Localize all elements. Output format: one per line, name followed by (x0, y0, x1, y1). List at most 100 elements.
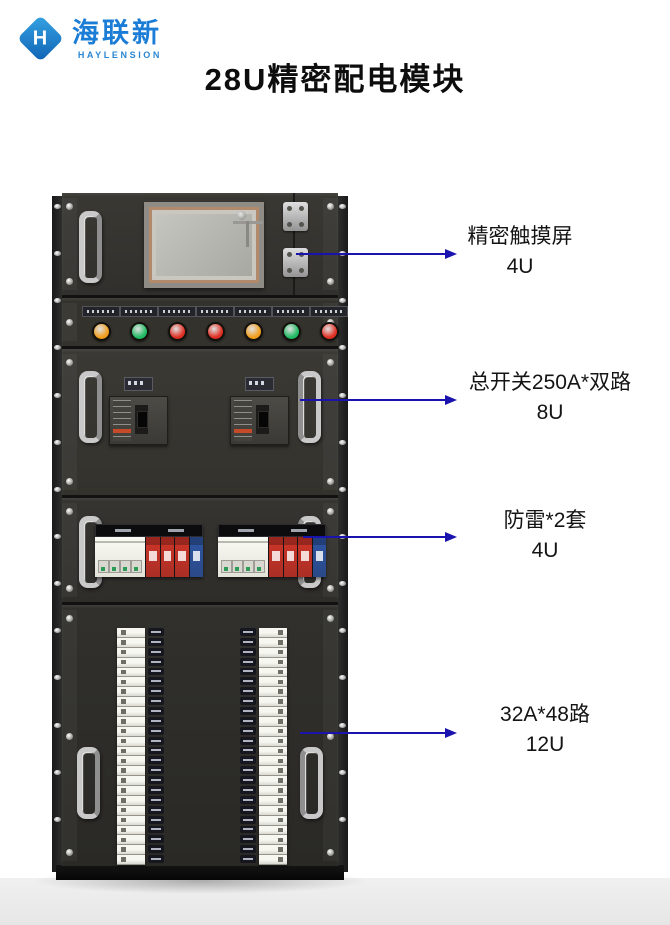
indicator-green (120, 304, 158, 341)
circuit-label (148, 805, 164, 814)
circuit-label (148, 786, 164, 794)
circuit-label-column (148, 628, 164, 865)
circuit-label (240, 697, 256, 705)
branch-breaker (259, 795, 287, 806)
rack-ear (62, 198, 77, 290)
spd-red (298, 537, 312, 577)
branch-breaker (259, 786, 287, 796)
branch-breaker (117, 707, 145, 717)
rail-screw (339, 675, 346, 681)
indicator-label-plate (158, 306, 196, 317)
circuit-label (240, 756, 256, 765)
circuit-label (148, 736, 164, 745)
circuit-label (148, 815, 164, 824)
circuit-label (240, 637, 256, 646)
circuit-label (148, 697, 164, 705)
circuit-label (240, 667, 256, 676)
circuit-label (148, 716, 164, 725)
annotation-units: 4U (531, 539, 559, 562)
rack-ear (323, 610, 338, 861)
branch-breaker (259, 776, 287, 786)
circuit-label (240, 726, 256, 735)
circuit-label (148, 756, 164, 765)
branch-breaker (259, 647, 287, 658)
rack-ear (62, 354, 77, 490)
spd-input-breaker (95, 537, 145, 577)
rail-screw (339, 204, 346, 209)
panel-handle (300, 747, 323, 819)
indicator-label-plate (196, 306, 234, 317)
branch-breaker (259, 628, 287, 638)
circuit-label (240, 707, 256, 715)
branch-breaker (117, 736, 145, 747)
spd-nameplate (218, 524, 326, 537)
indicator-section (62, 295, 348, 346)
circuit-label (148, 726, 164, 735)
branch-breaker (117, 647, 145, 658)
annotation-label: 防雷*2套 (503, 509, 587, 532)
circuit-label (240, 776, 256, 784)
annotation-label: 精密触摸屏 (467, 225, 573, 248)
spd-breaker-toggles (98, 560, 142, 573)
branch-breaker (259, 736, 287, 747)
annotation-arrow (303, 532, 457, 542)
spd-red (146, 537, 160, 577)
annotation-main-switch: 总开关250A*双路 8U (440, 368, 660, 428)
circuit-label (240, 766, 256, 775)
rail-screw (339, 628, 346, 634)
circuit-label (240, 736, 256, 745)
branch-breaker (117, 766, 145, 777)
annotation-arrow (296, 249, 457, 259)
branch-breaker (117, 628, 145, 638)
spd-modules (268, 537, 326, 577)
circuit-label (240, 805, 256, 814)
circuit-label (148, 707, 164, 715)
branch-breaker (117, 716, 145, 727)
circuit-label (240, 795, 256, 804)
branch-breaker (117, 855, 145, 865)
surge-protector-group (95, 524, 203, 577)
annotation-arrow (300, 395, 457, 405)
rail-screw (339, 486, 346, 492)
rack-ear (323, 354, 338, 490)
indicator-label-plate (310, 306, 348, 317)
hinge-icon (283, 202, 308, 231)
spd-breaker-toggles (221, 560, 265, 573)
branch-breaker (117, 726, 145, 737)
touchscreen (144, 202, 264, 288)
rail-screw (339, 769, 346, 775)
rail-screw (54, 298, 61, 304)
rail-screw (54, 534, 61, 539)
branch-breaker (259, 845, 287, 856)
rail-screw (54, 816, 61, 822)
branch-breaker (117, 667, 145, 678)
circuit-label (240, 657, 256, 666)
rack-ear (323, 198, 338, 290)
surge-section (62, 495, 338, 602)
main-breaker-section (62, 346, 338, 495)
circuit-label (240, 855, 256, 863)
brand-logo: H 海联新 HAYLENSION (17, 15, 162, 62)
touchscreen-section (62, 193, 338, 295)
circuit-label (240, 677, 256, 686)
circuit-label (148, 845, 164, 854)
circuit-label (240, 825, 256, 834)
annotation-touchscreen: 精密触摸屏 4U (430, 222, 610, 282)
door-lock (233, 209, 263, 249)
rack-rail-right (337, 196, 348, 872)
annotation-surge: 防雷*2套 4U (440, 506, 650, 566)
annotation-branch: 32A*48路 12U (440, 700, 650, 760)
annotation-units: 8U (536, 401, 564, 424)
branch-breaker (259, 835, 287, 846)
circuit-label (148, 855, 164, 863)
branch-breaker (117, 805, 145, 816)
indicator-label-plate (272, 306, 310, 317)
annotation-label: 32A*48路 (500, 703, 590, 726)
rail-screw (54, 345, 61, 351)
rail-screw (54, 392, 61, 398)
branch-breaker (117, 657, 145, 668)
breaker-nameplate (124, 377, 153, 391)
circuit-label (240, 786, 256, 794)
branch-breaker (117, 697, 145, 707)
circuit-label-column (240, 628, 256, 865)
